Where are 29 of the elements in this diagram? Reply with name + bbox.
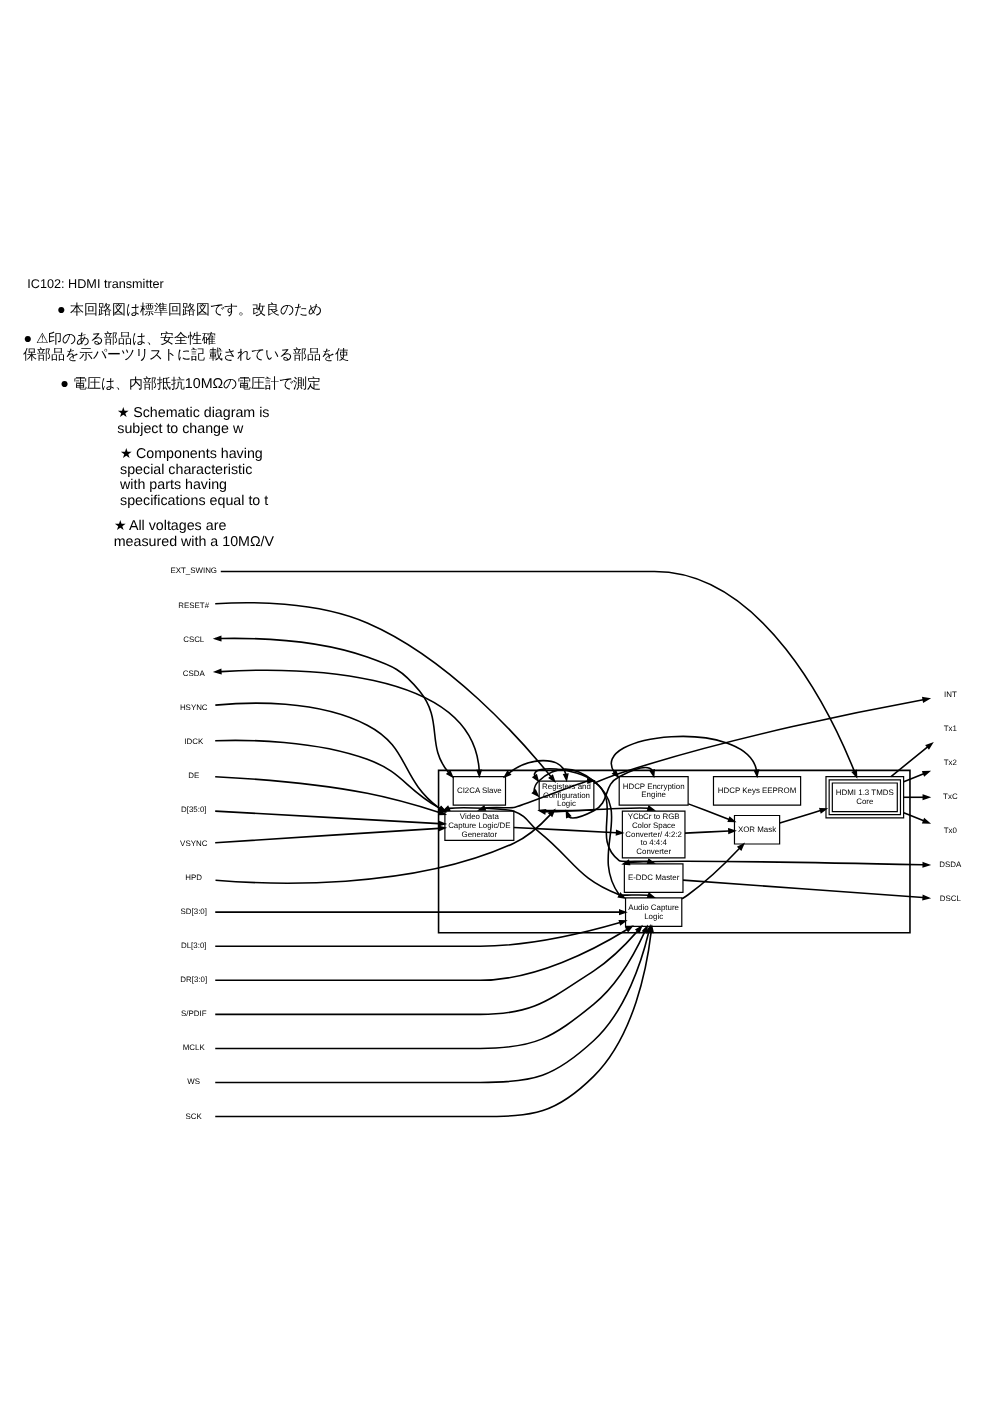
arrow [610, 734, 760, 778]
arrow [890, 740, 934, 777]
arrow [902, 793, 932, 800]
arrow [214, 924, 634, 981]
arrow [779, 806, 829, 823]
arrow [513, 825, 625, 835]
arrow [214, 600, 556, 782]
arrow [682, 878, 932, 900]
arrow [565, 765, 656, 818]
arrow [502, 758, 569, 782]
arrow [902, 769, 932, 782]
arrow [531, 766, 656, 864]
arrow [220, 569, 858, 778]
arrow [214, 923, 649, 1049]
arrow [214, 908, 628, 915]
arrow [687, 802, 737, 822]
arrow [621, 858, 932, 867]
arrow [212, 634, 455, 778]
arrow [214, 923, 643, 1015]
arrow [214, 807, 556, 883]
arrow [684, 827, 737, 834]
arrow [593, 695, 932, 784]
arrow [212, 667, 483, 778]
arrow [902, 810, 932, 823]
arrow [214, 809, 448, 826]
arrow [537, 804, 656, 814]
arrow [214, 824, 448, 843]
arrow [214, 918, 628, 946]
arrow [681, 841, 746, 899]
